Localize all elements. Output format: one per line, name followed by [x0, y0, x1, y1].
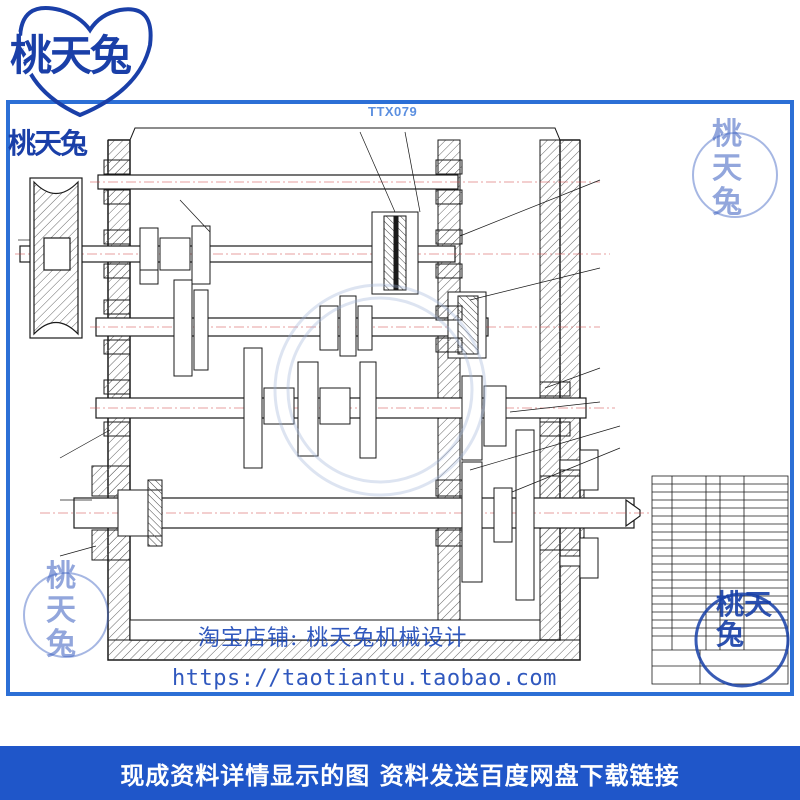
logo-small: 桃天兔: [8, 127, 88, 160]
seal-circle-left: [23, 572, 109, 658]
shaft-5: [40, 497, 660, 529]
url-watermark: https://taotiantu.taobao.com: [172, 666, 557, 691]
spindle-end-right: [539, 449, 599, 579]
spindle-end-left: [91, 465, 163, 561]
shaft-4: [90, 397, 615, 419]
shop-watermark: 淘宝店铺: 桃天兔机械设计: [198, 626, 468, 651]
logo-main: 桃天兔: [10, 31, 132, 80]
shaft-2: [15, 245, 610, 263]
gears-shaft-4: [243, 347, 507, 469]
logo-heart-outline: [17, 6, 153, 118]
seal-circle-bottom-right: [694, 592, 790, 688]
gears-shaft-2: [139, 225, 211, 285]
center-watermark-seal: [273, 283, 487, 497]
gears-shaft-5: [461, 429, 535, 601]
bearings: [103, 159, 571, 547]
seal-left: 桃天兔: [46, 559, 76, 662]
pulley: [29, 177, 83, 339]
shaft-1: [90, 174, 600, 190]
seal-circle-right: [692, 132, 778, 218]
parts-list-table: [651, 475, 789, 685]
seal-right: 桃天兔: [712, 117, 742, 220]
gears-shaft-3: [173, 279, 373, 377]
bottom-banner: 现成资料详情显示的图 资料发送百度网盘下载链接: [0, 746, 800, 800]
seal-bottom-right: 桃天兔: [716, 588, 773, 651]
drawing-code-label: TTX079: [368, 104, 418, 119]
leader-lines: [18, 131, 621, 557]
clutch-upper: [371, 211, 419, 295]
banner-text: 现成资料详情显示的图 资料发送百度网盘下载链接: [120, 761, 680, 790]
